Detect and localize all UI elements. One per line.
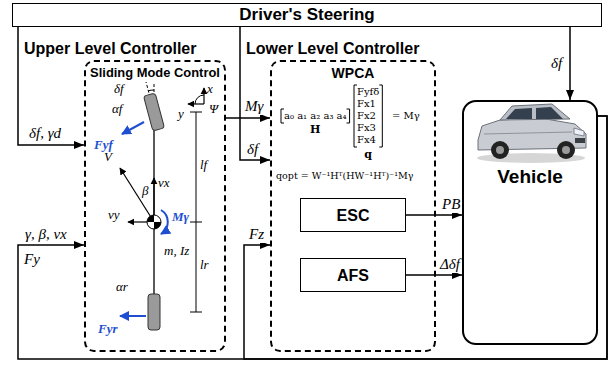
dimension-tick: [190, 312, 202, 313]
car-headlight: [574, 128, 584, 136]
force-arrow: [122, 122, 144, 134]
vector-entry: Fx3: [357, 122, 376, 134]
angle-symbol: Ψ: [209, 102, 218, 116]
equation-term: = Mγ: [392, 110, 420, 122]
angle-symbol: αf: [112, 102, 122, 116]
car-trim: [484, 132, 572, 134]
car-hub: [496, 146, 504, 154]
velocity-symbol: vx: [158, 176, 170, 190]
car-window: [536, 107, 563, 119]
axis-arrow: [188, 103, 204, 104]
actuator-box: ESC: [300, 198, 406, 232]
dimension-label: lr: [200, 258, 209, 272]
velocity-arrow: [120, 168, 154, 222]
signal-label: Mγ: [244, 97, 264, 115]
matrix-bracket: [281, 109, 350, 123]
bar-title: Driver's Steering: [239, 5, 374, 25]
signal-arrow: [569, 27, 571, 100]
angle-symbol: αr: [116, 280, 128, 294]
bicycle-model: [120, 82, 204, 330]
yaw-arc: [195, 95, 204, 104]
axis-label: x: [207, 82, 213, 96]
force-arrow: [120, 315, 146, 317]
force-symbol: Fyr: [98, 322, 118, 336]
angle-symbol: δf: [114, 82, 124, 96]
angle-symbol: β: [142, 184, 148, 198]
moment-arrow: [161, 210, 168, 234]
velocity-arrow: [153, 178, 154, 215]
signal-label: Δδf: [439, 255, 461, 273]
velocity-symbol: vy: [108, 208, 120, 222]
velocity-symbol: V: [104, 150, 112, 164]
signal-arrow: [406, 214, 462, 216]
vector-entry: Fx1: [357, 98, 376, 110]
dimension-tick: [190, 222, 202, 223]
matrix-bracket: [354, 85, 382, 147]
actuator-name: ESC: [337, 206, 370, 225]
moment-symbol: Mγ: [172, 210, 189, 224]
vehicle-name: Vehicle: [497, 166, 563, 188]
signal-arrow: [406, 274, 462, 276]
vector-entry: Fyfδ: [357, 86, 379, 98]
equation: qopt = W⁻¹Hᵀ(HW⁻¹Hᵀ)⁻¹Mγ: [276, 170, 413, 182]
center-of-gravity: [147, 215, 161, 229]
dimension-label: lf: [200, 158, 207, 172]
car-picture: [477, 104, 586, 163]
center-of-gravity: [147, 215, 154, 222]
car-wheel: [557, 141, 575, 159]
signal-label: γ, β, vx: [24, 225, 68, 243]
level-heading: Lower Level Controller: [246, 40, 419, 58]
dimension-line: [196, 112, 197, 312]
axis-label: y: [178, 107, 184, 121]
vehicle-box: Vehicle: [462, 100, 598, 345]
controller-title: Sliding Mode Control: [90, 65, 220, 81]
signal-arrow: [226, 117, 270, 119]
car-hub: [562, 146, 570, 154]
vehicle-axis: [153, 112, 154, 312]
axis-arrow: [203, 88, 204, 104]
signal-label: Fz: [248, 225, 265, 243]
matrix-row: a₀ a₁ a₂ a₃ a₄: [284, 110, 347, 122]
signal-label: δf: [246, 140, 259, 158]
car-wheel: [491, 141, 509, 159]
front-wheel: [144, 93, 165, 131]
signal-label: PB: [441, 195, 461, 213]
mass-symbol: m, Iz: [164, 244, 189, 258]
controller-title: WPCA: [332, 65, 375, 82]
vector-entry: Fx2: [357, 110, 376, 122]
signal-label: δf: [550, 54, 563, 72]
velocity-arrow: [128, 221, 147, 222]
controller-box: Upper Level ControllerSliding Mode Contr…: [84, 60, 226, 352]
actuator-name: AFS: [337, 266, 369, 285]
signal-label: Fy: [24, 250, 40, 268]
input-bar: Driver's Steering: [12, 3, 602, 27]
car-cabin: [500, 104, 570, 120]
level-heading: Upper Level Controller: [24, 40, 196, 58]
actuator-box: AFS: [300, 258, 406, 292]
angle-arc: [148, 90, 154, 92]
signal-label: δf, γd: [28, 124, 62, 142]
vector-entry: Fx4: [357, 134, 376, 146]
center-of-gravity: [154, 222, 161, 229]
rear-wheel: [148, 294, 160, 330]
vector-name: q: [364, 149, 372, 161]
controller-box: Lower Level ControllerWPCAESCAFS: [270, 60, 436, 352]
matrix-name: H: [310, 124, 320, 136]
car-grille: [575, 138, 585, 143]
signal-arrow: [244, 116, 607, 359]
car-window: [506, 108, 532, 119]
dimension-tick: [190, 112, 202, 113]
signal-arrow: [18, 116, 607, 359]
